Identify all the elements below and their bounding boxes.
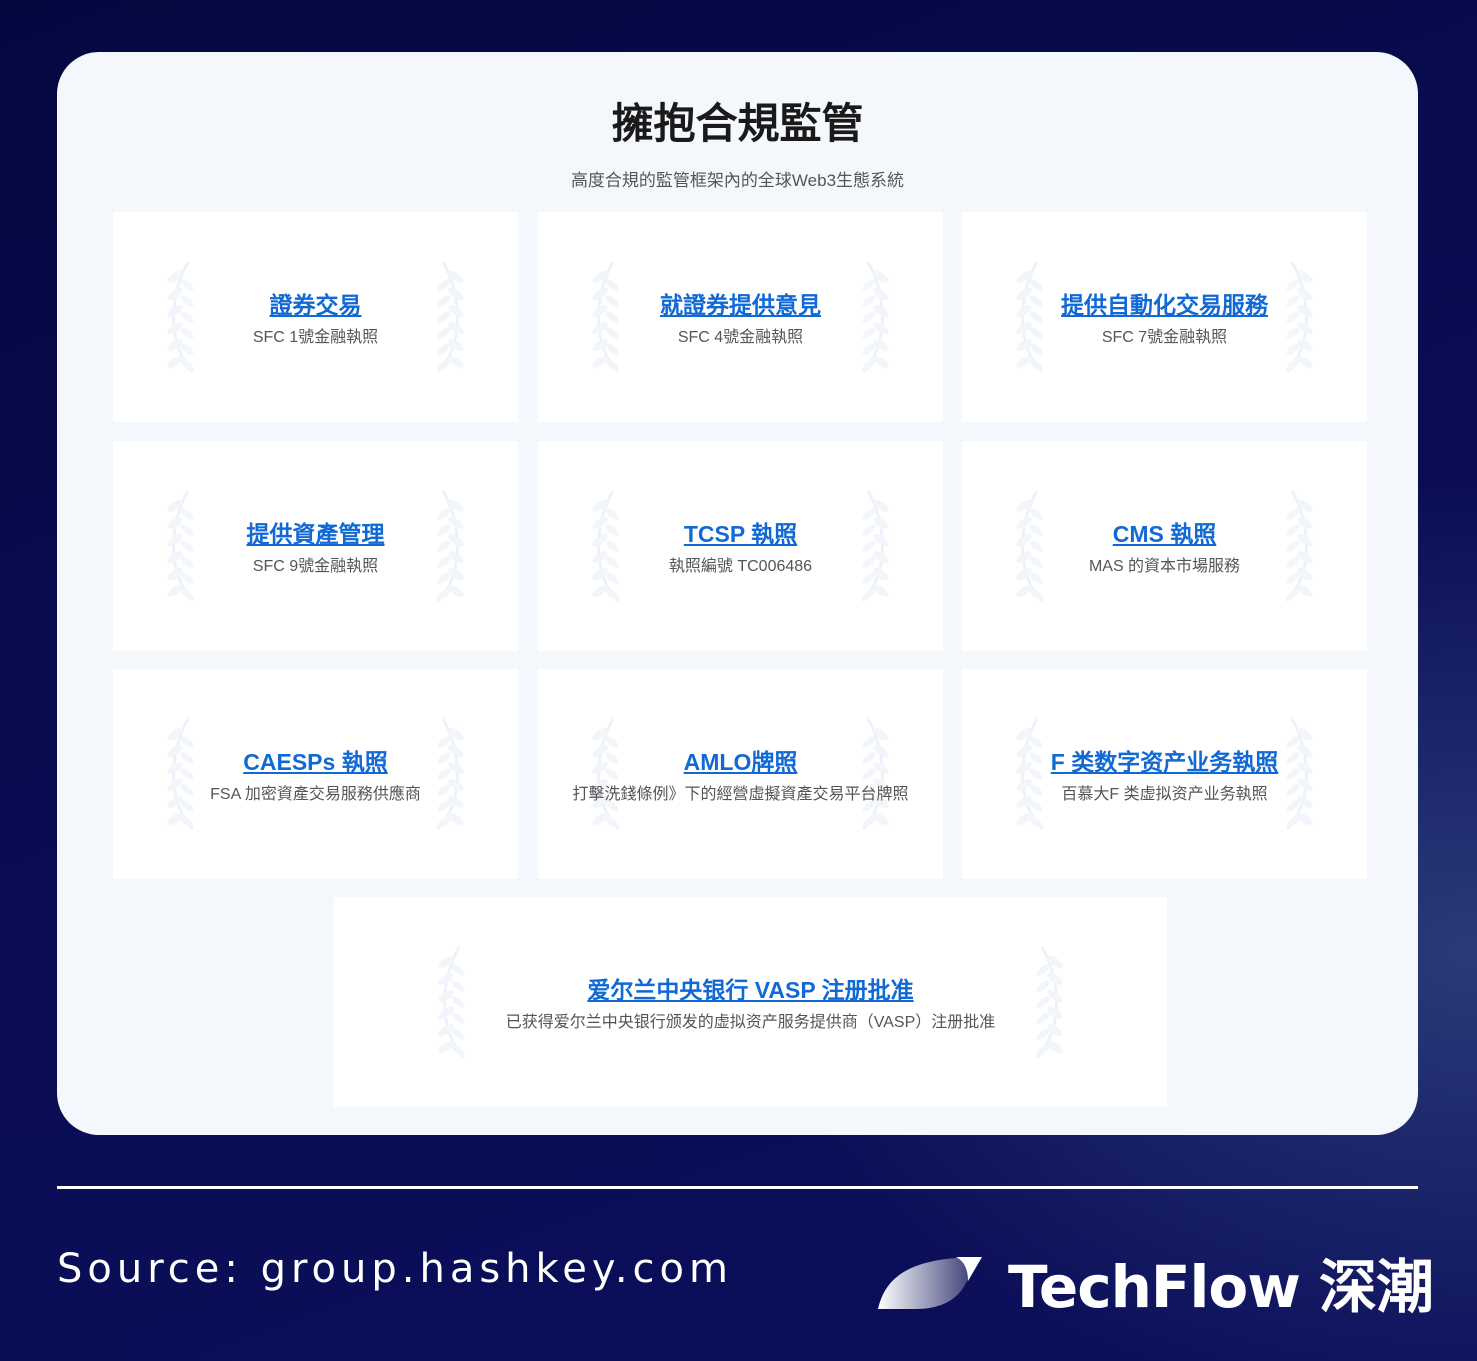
laurel-icon (1027, 942, 1067, 1062)
license-title-link[interactable]: 就證券提供意見 (660, 291, 821, 318)
license-title-link[interactable]: 提供資產管理 (246, 520, 385, 547)
laurel-icon (588, 486, 628, 606)
laurel-icon (163, 714, 203, 834)
license-description: SFC 4號金融執照 (677, 328, 804, 346)
license-description: SFC 1號金融執照 (252, 328, 379, 346)
laurel-icon (1277, 257, 1317, 377)
license-card: 爱尔兰中央银行 VASP 注册批准 已获得爱尔兰中央银行颁发的虚拟资产服务提供商… (334, 897, 1167, 1107)
license-card: 就證券提供意見 SFC 4號金融執照 (538, 212, 943, 422)
laurel-icon (1012, 714, 1052, 834)
license-card: TCSP 執照 執照編號 TC006486 (538, 441, 943, 651)
license-title-link[interactable]: F 类数字资产业务執照 (1050, 748, 1279, 775)
techflow-logo: TechFlow 深潮 (876, 1240, 1434, 1324)
laurel-icon (434, 942, 474, 1062)
laurel-icon (428, 486, 468, 606)
license-card: F 类数字资产业务執照 百慕大F 类虚拟资产业务執照 (962, 669, 1367, 879)
license-card: CMS 執照 MAS 的資本市場服務 (962, 441, 1367, 651)
laurel-icon (1277, 714, 1317, 834)
page-subtitle: 高度合規的監管框架內的全球Web3生態系統 (570, 171, 905, 190)
license-description: SFC 9號金融執照 (252, 557, 379, 575)
laurel-icon (163, 486, 203, 606)
license-description: SFC 7號金融執照 (1101, 328, 1228, 346)
license-description: 打擊洗錢條例》下的經營虛擬資產交易平台牌照 (572, 785, 909, 803)
license-description: 執照編號 TC006486 (668, 557, 813, 575)
laurel-icon (428, 714, 468, 834)
laurel-icon (1277, 486, 1317, 606)
license-card: CAESPs 執照 FSA 加密資產交易服務供應商 (113, 669, 518, 879)
laurel-icon (163, 257, 203, 377)
license-title-link[interactable]: CAESPs 執照 (243, 748, 388, 775)
laurel-icon (853, 486, 893, 606)
license-title-link[interactable]: 證券交易 (269, 291, 362, 318)
license-title-link[interactable]: AMLO牌照 (683, 748, 798, 775)
laurel-icon (853, 257, 893, 377)
laurel-icon (1012, 486, 1052, 606)
license-title-link[interactable]: 爱尔兰中央银行 VASP 注册批准 (587, 976, 914, 1003)
laurel-icon (588, 714, 628, 834)
source-text: Source: group.hashkey.com (57, 1246, 733, 1292)
page-title: 擁抱合規監管 (611, 100, 864, 147)
license-description: FSA 加密資產交易服務供應商 (210, 785, 421, 803)
laurel-icon (853, 714, 893, 834)
laurel-icon (428, 257, 468, 377)
license-card: AMLO牌照 打擊洗錢條例》下的經營虛擬資產交易平台牌照 (538, 669, 943, 879)
license-title-link[interactable]: CMS 執照 (1112, 520, 1217, 547)
license-description: 已获得爱尔兰中央银行颁发的虚拟资产服务提供商（VASP）注册批准 (505, 1013, 996, 1031)
brand-name: TechFlow 深潮 (1008, 1253, 1434, 1321)
license-card: 提供資產管理 SFC 9號金融執照 (113, 441, 518, 651)
laurel-icon (1012, 257, 1052, 377)
laurel-icon (588, 257, 628, 377)
license-description: 百慕大F 类虚拟资产业务執照 (1061, 785, 1268, 803)
license-title-link[interactable]: 提供自動化交易服務 (1061, 291, 1268, 318)
license-card: 提供自動化交易服務 SFC 7號金融執照 (962, 212, 1367, 422)
divider (57, 1186, 1418, 1189)
license-title-link[interactable]: TCSP 執照 (683, 520, 798, 547)
license-card: 證券交易 SFC 1號金融執照 (113, 212, 518, 422)
leaf-logo-icon (878, 1257, 982, 1309)
license-description: MAS 的資本市場服務 (1088, 557, 1241, 575)
